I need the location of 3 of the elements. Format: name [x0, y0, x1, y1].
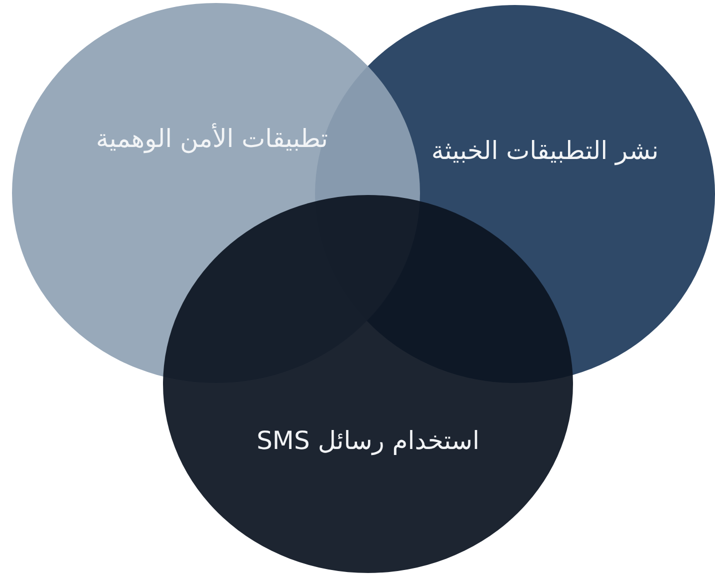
circle-label: تطبيقات الأمن الوهمية [95, 122, 329, 156]
circle-label: استخدام رسائل SMS [256, 425, 480, 458]
circle-label: نشر التطبيقات الخبيثة [430, 135, 660, 168]
